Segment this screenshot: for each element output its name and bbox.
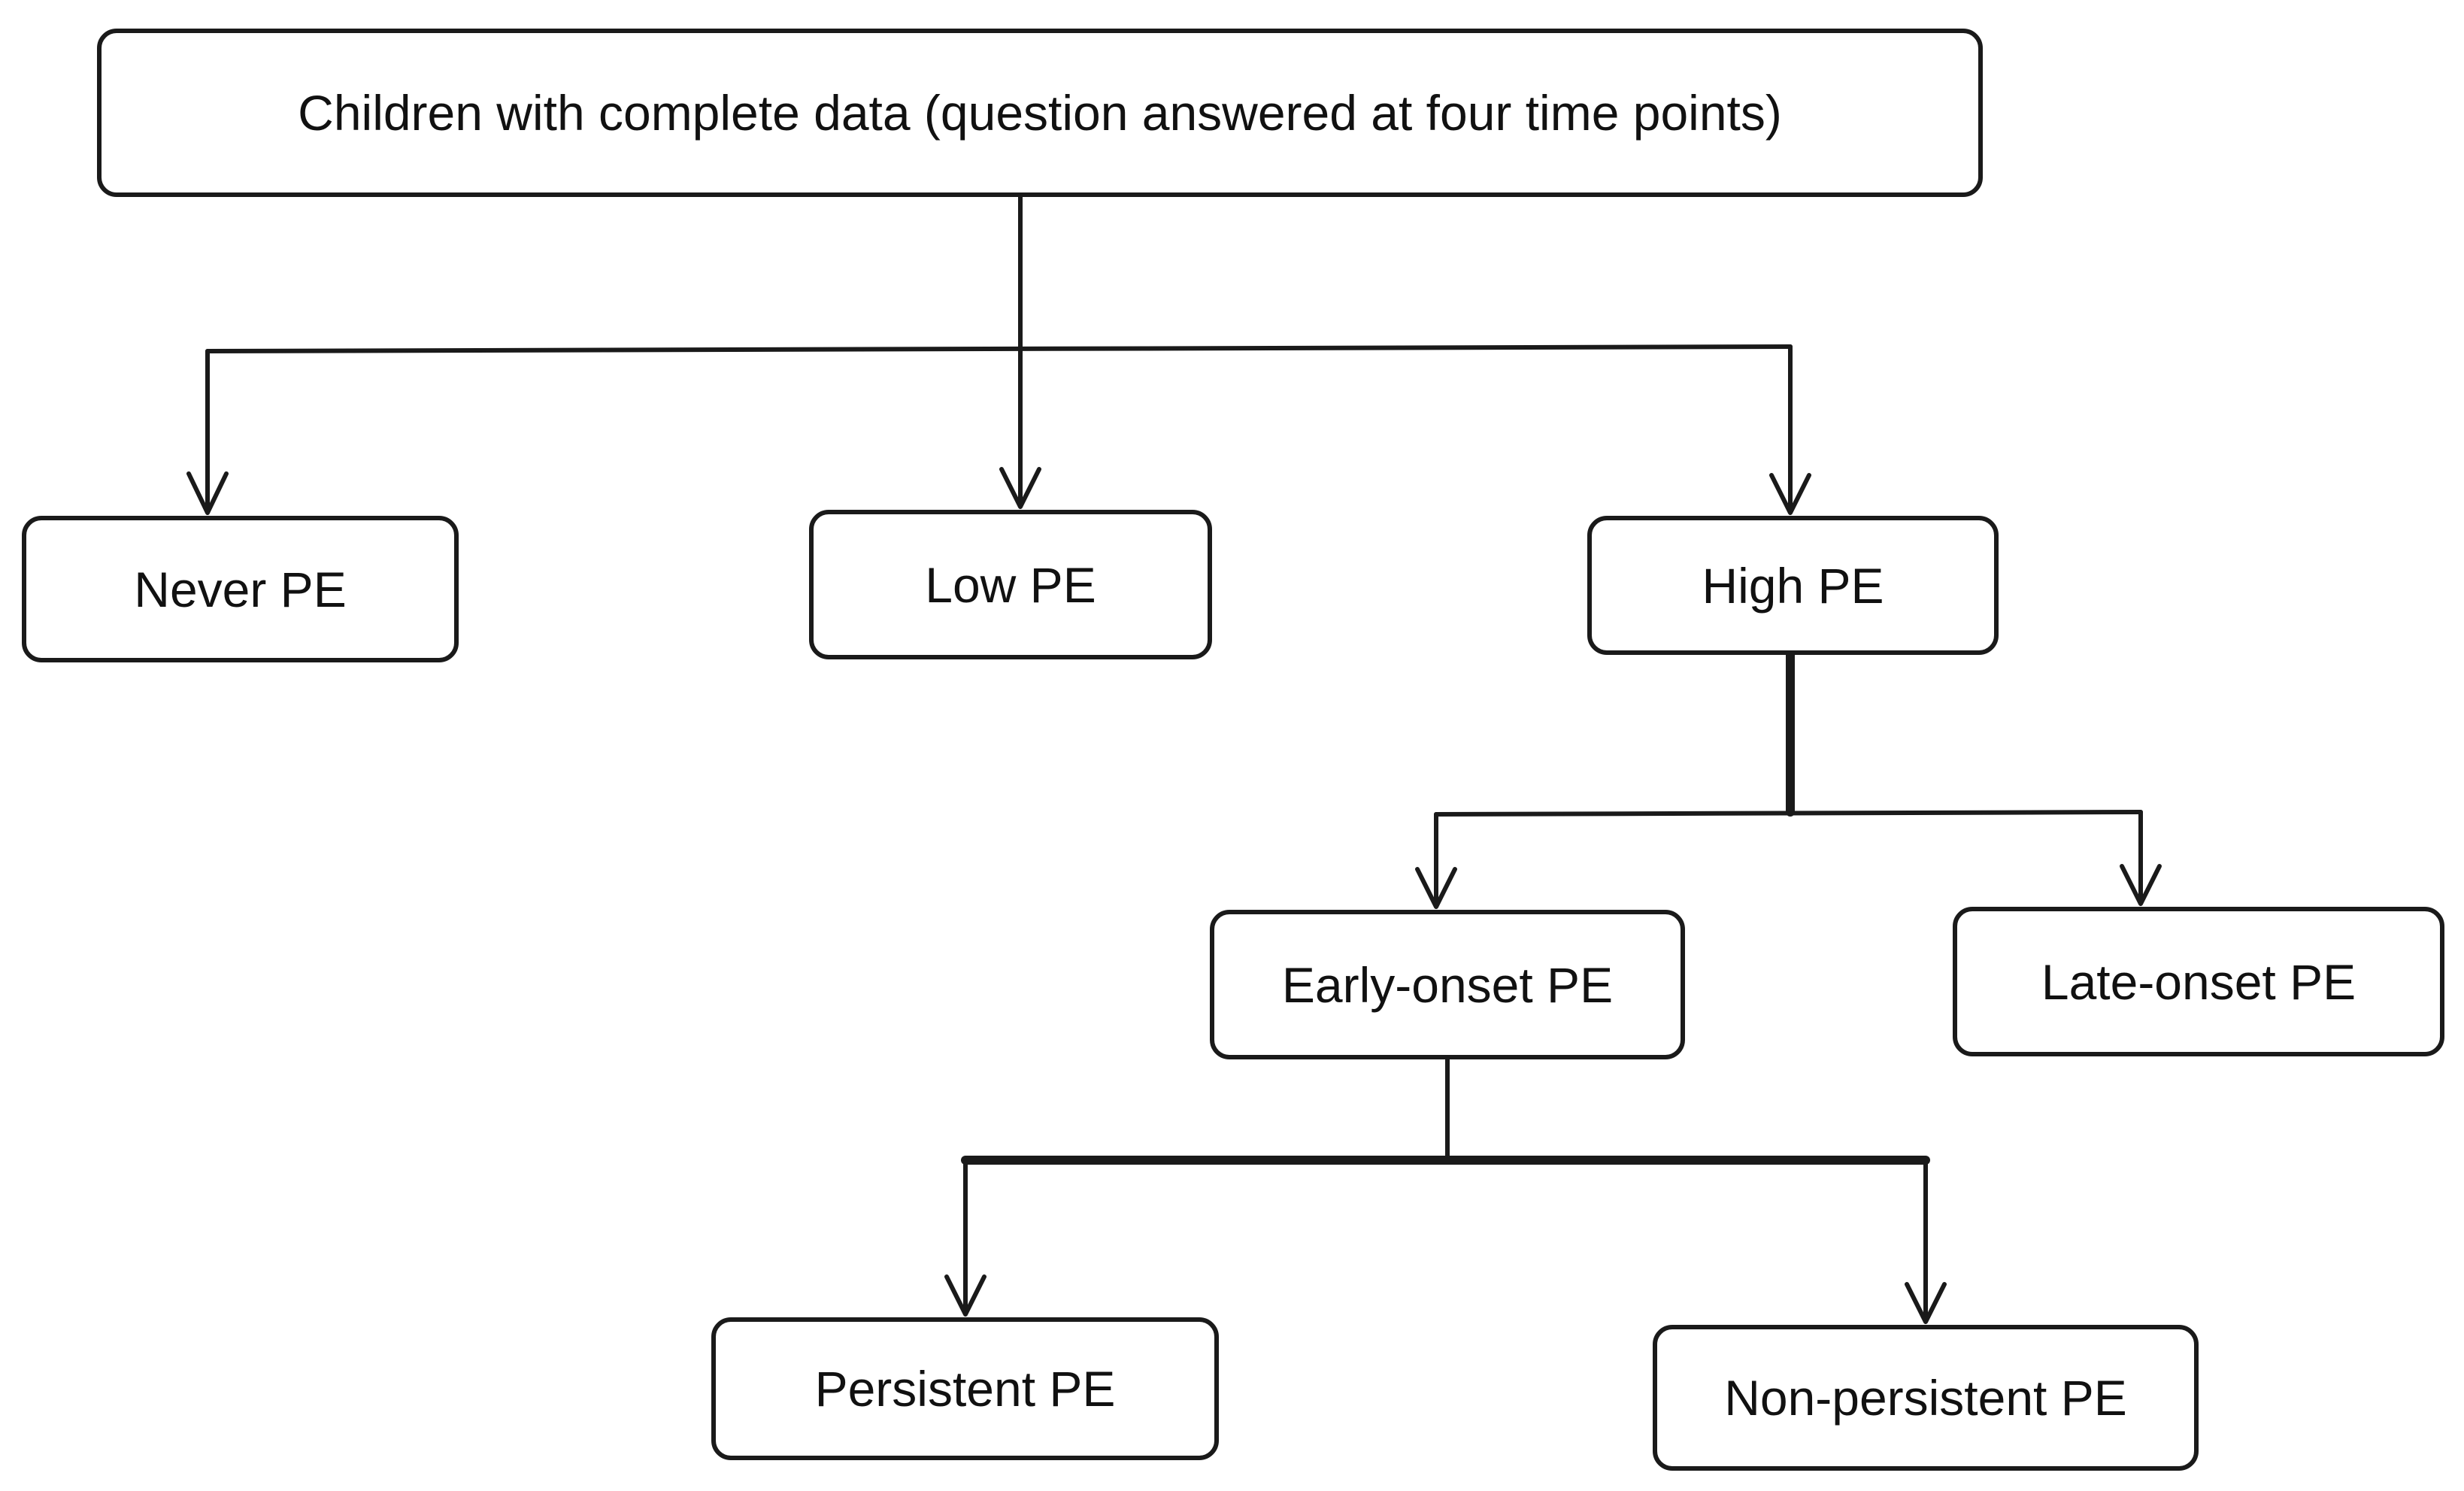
connector-early-to-level3 [961,1057,1930,1323]
non-persistent-pe-node: Non-persistent PE [1653,1325,2199,1471]
arrowhead-non-persistent [1905,1282,1947,1324]
early-onset-pe-label: Early-onset PE [1281,956,1614,1013]
never-pe-label: Never PE [134,561,347,617]
early-onset-pe-node: Early-onset PE [1210,910,1685,1059]
connector-root-to-level1 [205,195,1793,514]
late-onset-pe-node: Late-onset PE [1953,907,2444,1056]
arrowhead-early-onset [1415,867,1457,909]
arrowhead-low-pe [999,467,1041,509]
high-pe-label: High PE [1702,557,1884,614]
low-pe-label: Low PE [925,556,1096,613]
arrowhead-late-onset [2120,864,2162,906]
root-node: Children with complete data (question an… [97,29,1983,197]
arrowhead-high-pe [1769,473,1811,515]
arrowhead-never-pe [186,471,229,515]
high-pe-node: High PE [1587,516,1999,655]
arrowhead-persistent [944,1274,987,1317]
connector-high-to-level2 [1434,650,2143,908]
late-onset-pe-label: Late-onset PE [2041,953,2356,1010]
never-pe-node: Never PE [22,516,459,662]
persistent-pe-label: Persistent PE [814,1361,1116,1417]
low-pe-node: Low PE [809,510,1212,659]
non-persistent-pe-label: Non-persistent PE [1724,1370,2127,1426]
persistent-pe-node: Persistent PE [711,1317,1219,1460]
root-node-label: Children with complete data (question an… [298,85,1782,141]
